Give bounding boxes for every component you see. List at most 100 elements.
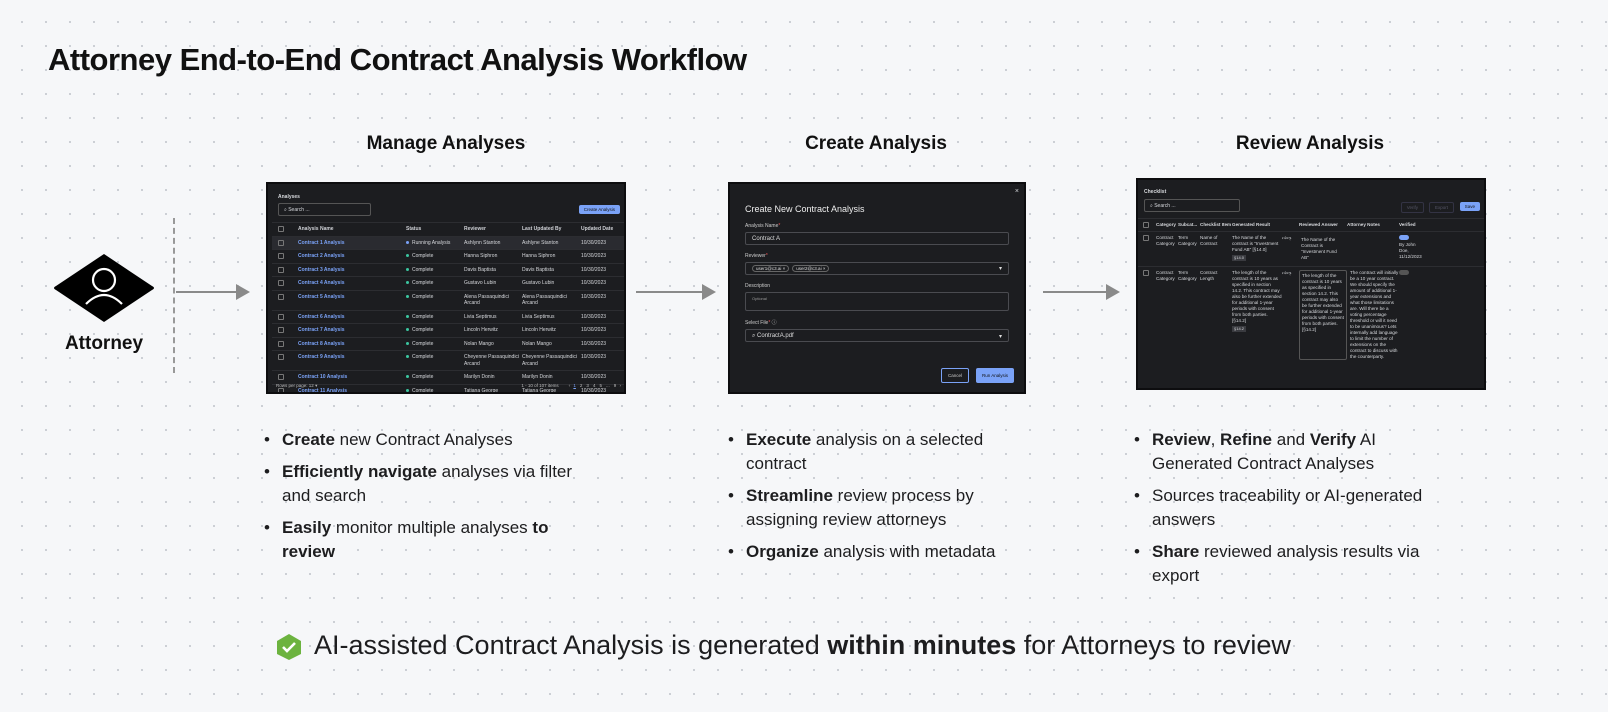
feedback-icons[interactable]: 👍︎👎︎ xyxy=(1282,235,1292,240)
analysis-link[interactable]: Contract 1 Analysis xyxy=(298,239,345,246)
row-checkbox[interactable] xyxy=(278,354,284,360)
search-input[interactable]: ⌕ Search ... xyxy=(278,203,371,216)
column-header[interactable]: Generated Result xyxy=(1232,222,1271,227)
row-checkbox[interactable] xyxy=(278,266,284,273)
reviewer: Ashlynn Stanton xyxy=(464,239,501,246)
verified-toggle[interactable] xyxy=(1399,270,1409,275)
arrow xyxy=(636,284,716,300)
description-input[interactable]: Optional xyxy=(745,292,1009,311)
reviewer: Livia Septimus xyxy=(464,313,497,320)
create-analysis-button[interactable]: Create Analysis xyxy=(578,205,620,214)
attorney-notes[interactable]: The contract will initially be a 10 year… xyxy=(1350,270,1399,359)
save-button[interactable]: Save xyxy=(1459,202,1480,211)
rows-per-page-select[interactable]: 12 xyxy=(308,383,314,388)
updated-date: 10/30/2023 xyxy=(581,293,607,300)
row-checkbox[interactable] xyxy=(278,327,284,333)
page-link[interactable]: 5 xyxy=(599,383,602,388)
reviewer-select[interactable]: user1@c3.ai ×user2@c3.ai ×▾ xyxy=(745,262,1009,275)
column-header[interactable]: Reviewer xyxy=(464,226,486,232)
analysis-link[interactable]: Contract 7 Analysis xyxy=(298,327,345,333)
reviewed-answer[interactable]: The length of the contract is 10 years a… xyxy=(1299,270,1347,360)
column-header[interactable]: Category xyxy=(1156,222,1176,227)
updated-by: Gustavo Lubin xyxy=(522,280,555,286)
row-checkbox[interactable] xyxy=(278,293,284,300)
row-checkbox[interactable] xyxy=(1143,235,1149,241)
review-bullets: Review, Refine and Verify AI Generated C… xyxy=(1132,428,1432,596)
analysis-link[interactable]: Contract 5 Analysis xyxy=(298,293,345,300)
column-header[interactable]: Status xyxy=(406,226,422,232)
status: Complete xyxy=(406,294,464,307)
run-analysis-button[interactable]: Run Analysis xyxy=(975,368,1014,383)
column-header[interactable]: Attorney Notes xyxy=(1347,222,1380,227)
column-header[interactable]: Subcat... xyxy=(1178,222,1198,227)
analysis-link[interactable]: Contract 2 Analysis xyxy=(298,253,345,259)
updated-by: Marilyn Donin xyxy=(522,374,553,380)
arrow xyxy=(176,284,250,300)
source-tag[interactable]: §14.0 xyxy=(1232,255,1247,261)
select-all-checkbox[interactable] xyxy=(278,226,284,232)
status: Complete xyxy=(406,314,464,321)
export-button[interactable]: Export xyxy=(1428,202,1454,213)
updated-date: 10/30/2023 xyxy=(581,280,607,286)
source-tag[interactable]: §14.2 xyxy=(1232,326,1247,332)
row-checkbox[interactable] xyxy=(278,387,284,392)
status: Complete xyxy=(406,374,464,381)
row-checkbox[interactable] xyxy=(278,239,284,246)
analysis-link[interactable]: Contract 8 Analysis xyxy=(298,340,345,347)
analysis-link[interactable]: Contract 3 Analysis xyxy=(298,266,345,273)
analysis-link[interactable]: Contract 11 Analysis xyxy=(298,387,348,394)
status: Complete xyxy=(406,341,464,348)
cancel-button[interactable]: Cancel xyxy=(940,368,969,383)
page-link[interactable]: 1 xyxy=(573,383,576,388)
analysis-link[interactable]: Contract 10 Analysis xyxy=(298,374,348,380)
column-header[interactable]: Last Updated By xyxy=(522,226,562,232)
heading-create: Create Analysis xyxy=(805,133,947,154)
reviewer-chip[interactable]: user2@c3.ai × xyxy=(792,265,830,272)
select-all-checkbox[interactable] xyxy=(1143,222,1149,228)
analysis-link[interactable]: Contract 6 Analysis xyxy=(298,313,345,320)
column-header[interactable]: Reviewed Answer xyxy=(1299,222,1338,227)
verified-toggle[interactable] xyxy=(1399,235,1409,240)
analysis-link[interactable]: Contract 9 Analysis xyxy=(298,354,345,360)
reviewer-chip[interactable]: user1@c3.ai × xyxy=(752,265,790,272)
column-header[interactable]: Analysis Name xyxy=(298,226,334,232)
analysis-name-input[interactable]: Contract A xyxy=(745,232,1009,245)
page-link[interactable]: ... xyxy=(605,383,610,388)
feedback-icons[interactable]: 👍︎👎︎ xyxy=(1282,270,1292,275)
analysis-link[interactable]: Contract 4 Analysis xyxy=(298,280,345,286)
reviewed-answer[interactable]: The Name of the Contract is "Investment … xyxy=(1301,237,1337,260)
row-checkbox[interactable] xyxy=(278,253,284,259)
page-link[interactable]: 2 xyxy=(579,383,583,388)
page-link[interactable]: 4 xyxy=(592,383,596,388)
page-link[interactable]: 3 xyxy=(586,383,589,388)
page-link[interactable]: 9 xyxy=(613,383,617,388)
column-header[interactable]: Updated Date xyxy=(581,226,614,232)
row-checkbox[interactable] xyxy=(1143,270,1149,276)
row-checkbox[interactable] xyxy=(278,280,284,286)
dialog-title: Create New Contract Analysis xyxy=(745,204,865,214)
close-icon[interactable]: × xyxy=(1014,188,1019,195)
attorney-notes[interactable] xyxy=(1347,235,1399,263)
table-row[interactable]: Contract 10 Analysis Complete Marilyn Doni… xyxy=(272,370,624,384)
verify-button[interactable]: Verify xyxy=(1400,202,1424,213)
search-input[interactable]: ⌕ Search ... xyxy=(1144,199,1240,212)
file-select[interactable]: ⌕ ContractA.pdf▾ xyxy=(745,329,1009,342)
row-checkbox[interactable] xyxy=(278,374,284,380)
row-checkbox[interactable] xyxy=(278,340,284,347)
heading-manage: Manage Analyses xyxy=(366,133,526,154)
row-checkbox[interactable] xyxy=(278,313,284,320)
column-header[interactable]: Checklist Item xyxy=(1200,222,1232,227)
column-header[interactable]: Verified xyxy=(1399,222,1416,227)
